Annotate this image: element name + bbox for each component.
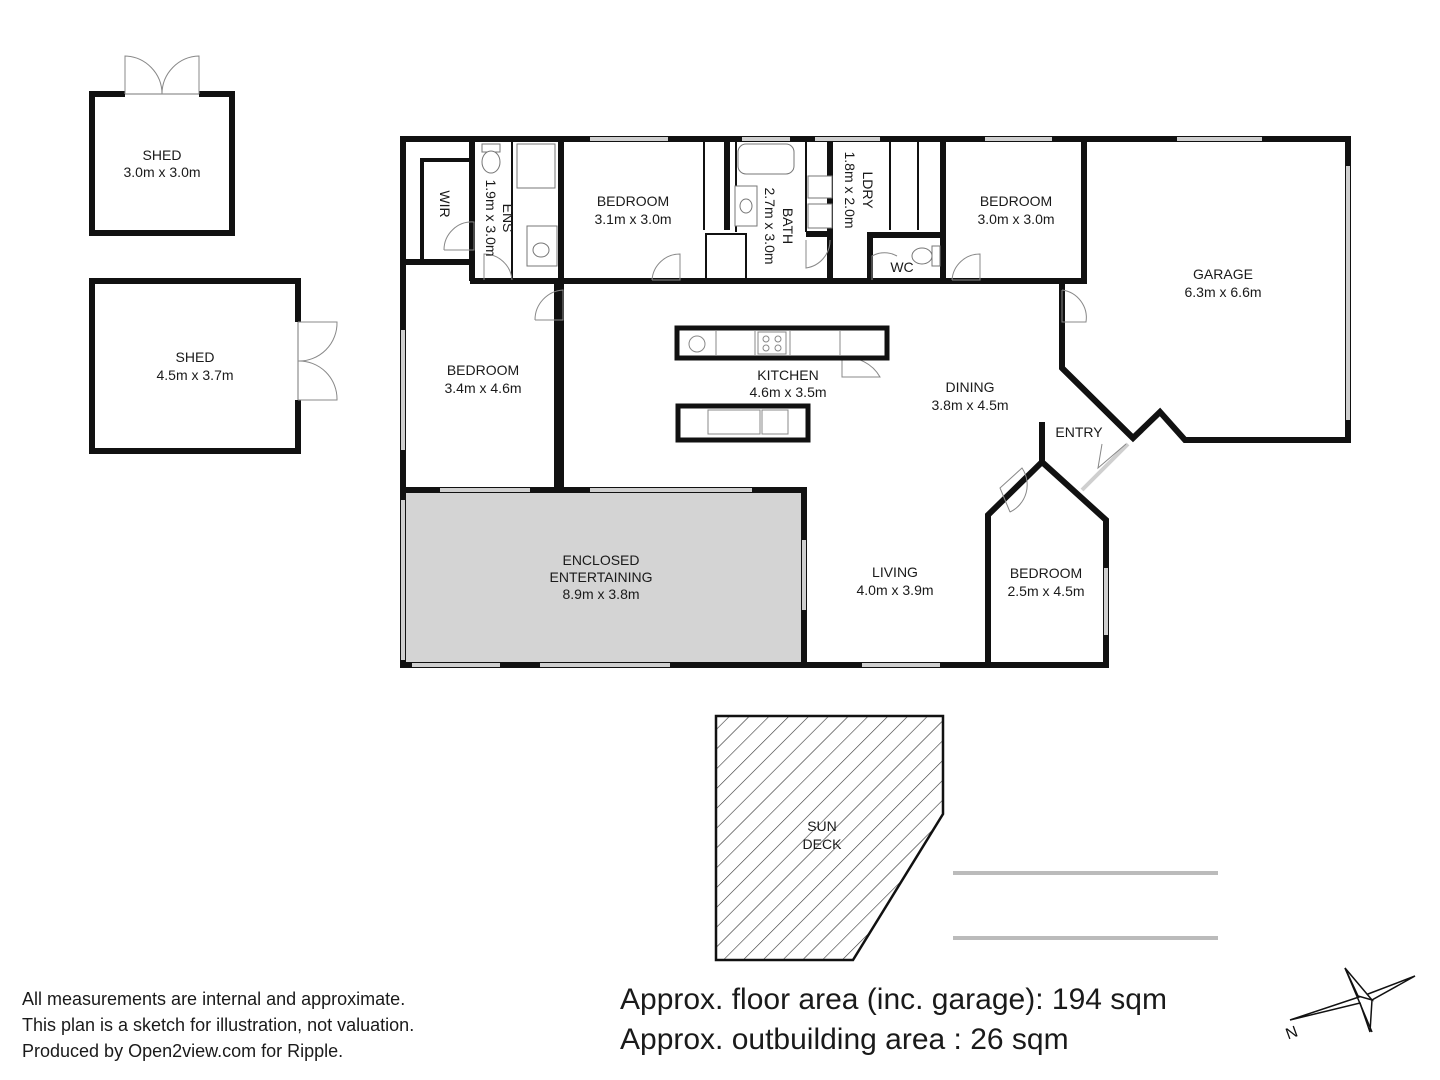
shed-large-size: 4.5m x 3.7m: [156, 367, 233, 383]
windows: [401, 137, 1350, 667]
sundeck-name-2: DECK: [803, 836, 843, 852]
kitchen-size: 4.6m x 3.5m: [749, 384, 826, 400]
bedroom2-name: BEDROOM: [980, 193, 1052, 209]
garage-name: GARAGE: [1193, 266, 1253, 282]
wir-label: WIR: [437, 190, 453, 217]
shed-large-name: SHED: [176, 349, 215, 365]
compass-icon: [1289, 967, 1416, 1033]
wc-label: WC: [890, 259, 913, 275]
cooktop-icon: [757, 331, 787, 355]
dining-size: 3.8m x 4.5m: [931, 397, 1008, 413]
ldry-size: 1.8m x 2.0m: [842, 151, 858, 228]
plant-icon: [688, 335, 706, 353]
shed-small: [89, 55, 235, 236]
ens-name: ENS: [500, 204, 516, 233]
laundry-washer-icon: [807, 203, 833, 229]
room-labels: SHED 3.0m x 3.0m SHED 4.5m x 3.7m WIR EN…: [123, 147, 1261, 852]
bedroom1-size: 3.1m x 3.0m: [594, 211, 671, 227]
outbuilding-area: Approx. outbuilding area : 26 sqm: [620, 1023, 1069, 1056]
doors: [443, 221, 1127, 513]
sun-deck: [714, 714, 945, 962]
entertaining-area: [404, 490, 802, 662]
kitchen-sink-icon: [707, 409, 761, 435]
shed-small-size: 3.0m x 3.0m: [123, 164, 200, 180]
bedroom2-size: 3.0m x 3.0m: [977, 211, 1054, 227]
bedroom1-name: BEDROOM: [597, 193, 669, 209]
dining-name: DINING: [946, 379, 995, 395]
fixtures: [481, 143, 941, 267]
entertaining-name-1: ENCLOSED: [562, 552, 639, 568]
floor-area: Approx. floor area (inc. garage): 194 sq…: [620, 983, 1167, 1016]
disclaimer-notes: All measurements are internal and approx…: [22, 986, 414, 1064]
ldry-name: LDRY: [860, 171, 876, 209]
bedroom4-name: BEDROOM: [1010, 565, 1082, 581]
bath-size: 2.7m x 3.0m: [762, 187, 778, 264]
disclaimer-line-2: This plan is a sketch for illustration, …: [22, 1015, 415, 1035]
entertaining-size: 8.9m x 3.8m: [562, 586, 639, 602]
wc-toilet-icon: [931, 245, 941, 267]
kitchen-benches: [674, 325, 890, 443]
sundeck-name-1: SUN: [807, 818, 837, 834]
bathtub-icon: [737, 143, 795, 175]
ens-size: 1.9m x 3.0m: [483, 179, 499, 256]
garage-size: 6.3m x 6.6m: [1184, 284, 1261, 300]
shed-large: [89, 278, 338, 454]
compass-north-label: N: [1284, 1023, 1301, 1043]
ens-shower-icon: [516, 143, 556, 189]
living-name: LIVING: [872, 564, 918, 580]
bedroom3-name: BEDROOM: [447, 362, 519, 378]
living-size: 4.0m x 3.9m: [856, 582, 933, 598]
bath-name: BATH: [780, 208, 796, 244]
laundry-tub-icon: [807, 175, 833, 199]
disclaimer-line-1: All measurements are internal and approx…: [22, 989, 406, 1009]
bedroom4-size: 2.5m x 4.5m: [1007, 583, 1084, 599]
disclaimer-line-3: Produced by Open2view.com for Ripple.: [22, 1041, 344, 1061]
shed-small-name: SHED: [143, 147, 182, 163]
entry-label: ENTRY: [1055, 424, 1103, 440]
bedroom3-size: 3.4m x 4.6m: [444, 380, 521, 396]
kitchen-name: KITCHEN: [757, 367, 818, 383]
area-summary: Approx. floor area (inc. garage): 194 sq…: [620, 980, 1167, 1060]
entertaining-name-2: ENTERTAINING: [550, 569, 653, 585]
